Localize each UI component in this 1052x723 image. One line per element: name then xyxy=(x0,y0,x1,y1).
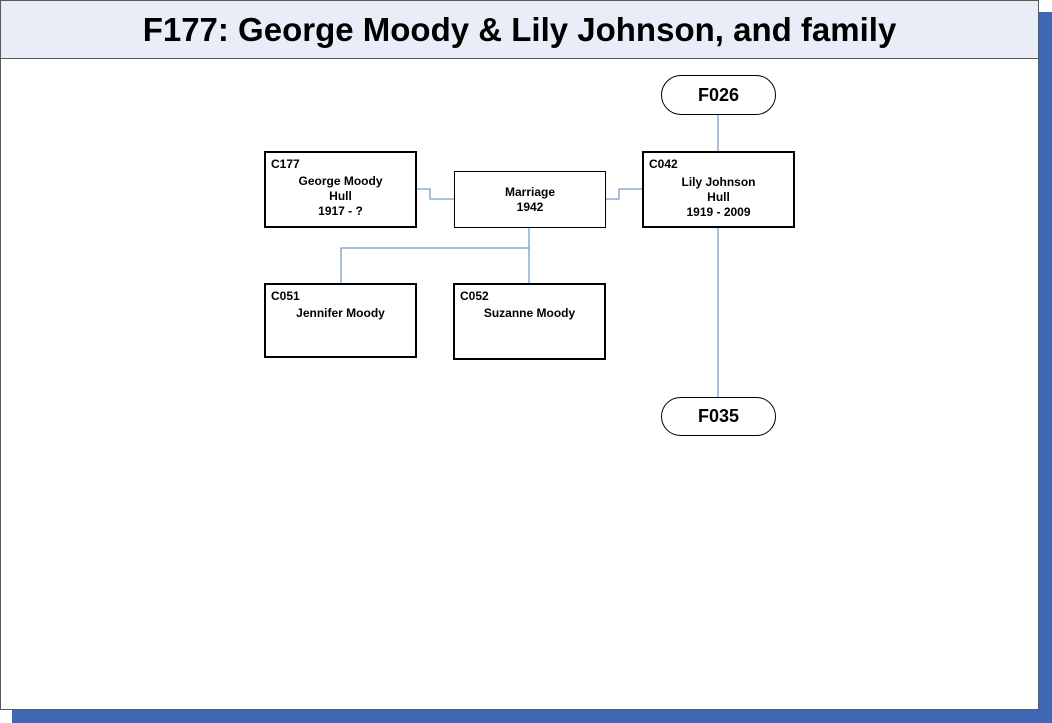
person-code: C042 xyxy=(649,157,678,171)
person-name: George Moody xyxy=(298,174,383,188)
page-title: F177: George Moody & Lily Johnson, and f… xyxy=(1,1,1038,59)
father-marriage-connector xyxy=(417,188,454,200)
family-link-f026[interactable]: F026 xyxy=(661,75,776,115)
child-box-1[interactable]: C051 Jennifer Moody xyxy=(264,283,417,358)
marriage-children-connector xyxy=(340,228,530,284)
person-code: C177 xyxy=(271,157,300,171)
person-place: Hull xyxy=(329,189,352,203)
child-box-2[interactable]: C052 Suzanne Moody xyxy=(453,283,606,360)
person-dates: 1917 - ? xyxy=(318,204,363,218)
mother-marriage-connector xyxy=(606,188,643,200)
child-code: C052 xyxy=(460,289,489,303)
person-dates: 1919 - 2009 xyxy=(686,205,751,219)
marriage-year: 1942 xyxy=(516,199,544,214)
person-box-father[interactable]: C177 George Moody Hull 1917 - ? xyxy=(264,151,417,228)
child-name: Jennifer Moody xyxy=(296,306,385,320)
person-name: Lily Johnson xyxy=(681,175,756,189)
child-name: Suzanne Moody xyxy=(483,306,576,320)
child-code: C051 xyxy=(271,289,300,303)
marriage-box[interactable]: Marriage 1942 xyxy=(454,171,606,228)
marriage-label: Marriage xyxy=(504,184,556,199)
family-link-f035[interactable]: F035 xyxy=(661,397,776,436)
person-box-mother[interactable]: C042 Lily Johnson Hull 1919 - 2009 xyxy=(642,151,795,228)
person-place: Hull xyxy=(707,190,730,204)
